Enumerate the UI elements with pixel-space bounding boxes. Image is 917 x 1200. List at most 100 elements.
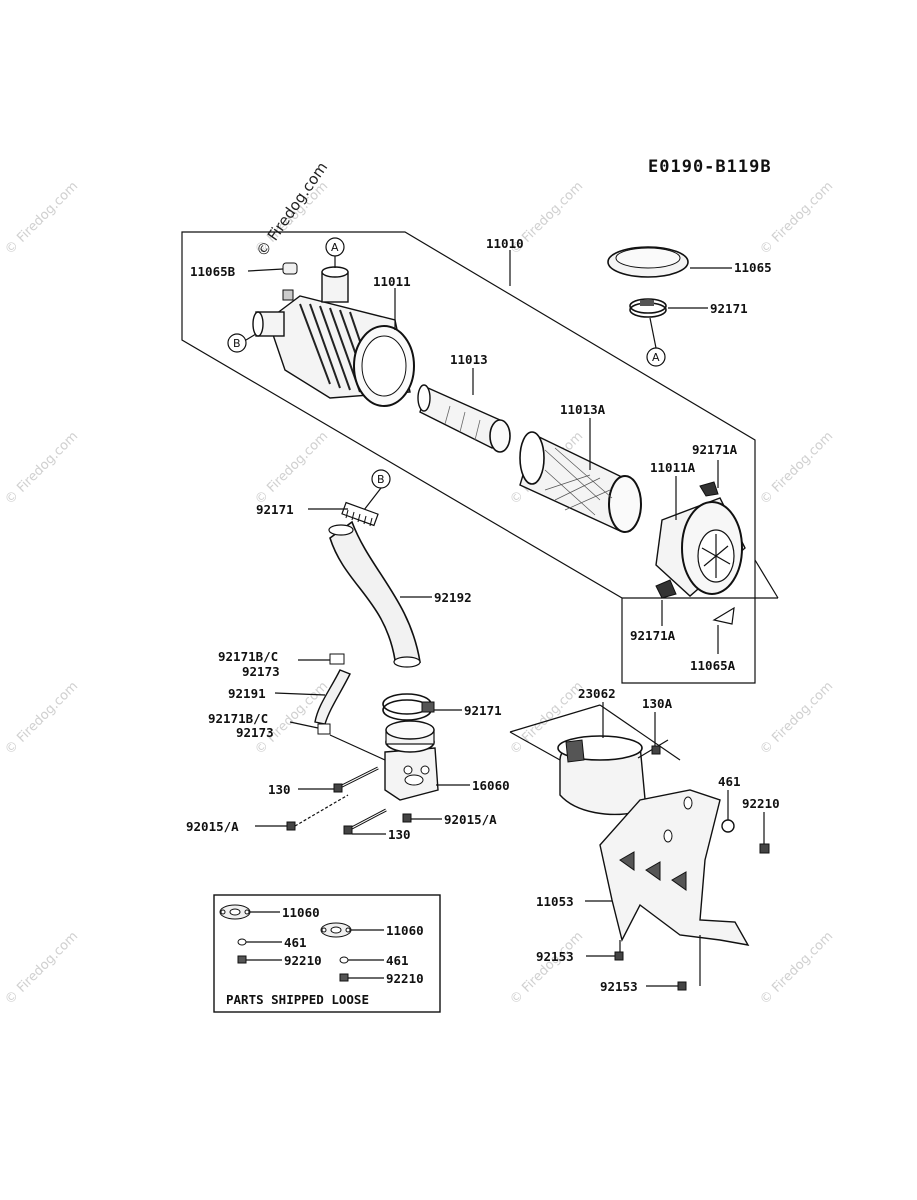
leader-23062-left [509,704,601,733]
label-92015a-right: 92015/A [444,812,497,827]
assembly-outline-tick [754,559,779,599]
callout-a-top: A [325,237,345,268]
bolt-lower [343,808,387,835]
label-11011a: 11011A [650,460,696,475]
watermark: © Firedog.com [507,929,586,1008]
loose-label-92210-b: 92210 [386,971,424,986]
leader-23062-right [599,704,681,761]
label-11065a: 11065A [690,658,736,673]
label-92171-hose: 92171 [256,502,294,517]
loose-label-461-b: 461 [386,953,409,968]
loose-label-11060-a: 11060 [282,905,320,920]
label-11013a: 11013A [560,402,606,417]
callout-a-right: A [646,317,666,367]
bolt-92153-bottom [677,981,687,991]
nut-b [339,973,349,982]
label-92171-clamp: 92171 [464,703,502,718]
part-labels: 11010 11065B 11011 11065 92171 11013 110… [186,236,780,994]
mounting-band [557,735,669,816]
watermark: © Firedog.com [757,429,836,508]
label-92015a-left: 92015/A [186,819,239,834]
label-92173-2: 92173 [236,725,274,740]
loose-box-title: PARTS SHIPPED LOOSE [226,992,369,1007]
nut-92015a-right [402,813,412,823]
label-11053: 11053 [536,894,574,909]
inner-filter [417,384,511,453]
label-92173-1: 92173 [242,664,280,679]
washer-b [339,956,349,964]
hose-clamp-b [341,501,379,527]
callout-b-top: B [227,333,257,353]
gasket-b [320,922,352,938]
watermark: © Firedog.com [2,429,81,508]
watermark: © Firedog.com [2,179,81,258]
label-461: 461 [718,774,741,789]
label-92210: 92210 [742,796,780,811]
svg-text:A: A [331,241,339,254]
bolt-92153-left [614,951,624,961]
leader-lines [247,250,765,987]
watermark-main: © Firedog.com [253,159,332,261]
watermark: © Firedog.com [2,929,81,1008]
label-11013: 11013 [450,352,488,367]
assembly-outline [181,231,756,684]
filter-cover [655,497,746,597]
label-92171-top: 92171 [710,301,748,316]
label-11011: 11011 [373,274,411,289]
label-130a: 130A [642,696,673,711]
washer-461 [721,819,735,833]
valve-11065a-shape [712,606,735,625]
intake-hose [328,520,421,668]
watermark: © Firedog.com [2,679,81,758]
label-92171a-top: 92171A [692,442,738,457]
nut-92015a-left [286,821,296,831]
label-92153-left: 92153 [536,949,574,964]
loose-label-461-a: 461 [284,935,307,950]
watermark: © Firedog.com [757,179,836,258]
intake-elbow [384,720,439,801]
leader-23062-left2 [509,731,561,761]
watermark: © Firedog.com [252,429,331,508]
label-130-lower: 130 [388,827,411,842]
callout-b-hose: B [363,469,391,511]
svg-text:B: B [377,473,385,486]
nut-92210 [759,843,770,854]
label-130-upper: 130 [268,782,291,797]
mounting-bracket [599,789,750,946]
bolt-upper [333,766,379,793]
gasket-a [219,904,251,920]
label-92192: 92192 [434,590,472,605]
guide-line [294,794,349,827]
outer-filter [519,431,642,533]
label-92191: 92191 [228,686,266,701]
label-16060: 16060 [472,778,510,793]
nut-130a [651,745,661,755]
nut-a [237,955,247,964]
label-11065b: 11065B [190,264,236,279]
watermark: © Firedog.com [757,679,836,758]
washer-a [237,938,247,946]
label-92171a-bottom: 92171A [630,628,676,643]
svg-text:A: A [652,351,660,364]
label-11065: 11065 [734,260,772,275]
label-92153-bottom: 92153 [600,979,638,994]
hose-clamp-lower [382,693,435,721]
label-92171bc-2: 92171B/C [208,711,268,726]
label-23062: 23062 [578,686,616,701]
air-cleaner-body [252,266,415,407]
clip-bottom-shape [655,579,677,599]
loose-label-92210-a: 92210 [284,953,322,968]
diagram-code: E0190-B119B [648,157,772,177]
parts-shipped-loose-box: 11060 11060 461 92210 461 92210 PARTS SH… [213,894,441,1013]
watermark: © Firedog.com [757,929,836,1008]
loose-label-11060-b: 11060 [386,923,424,938]
svg-text:B: B [233,337,241,350]
label-92171bc-1: 92171B/C [218,649,278,664]
label-11010: 11010 [486,236,524,251]
rain-cap [607,246,689,278]
clip-top-shape [699,481,719,497]
cap-11065b-shape [282,262,298,275]
band-clamp-top [629,298,667,318]
